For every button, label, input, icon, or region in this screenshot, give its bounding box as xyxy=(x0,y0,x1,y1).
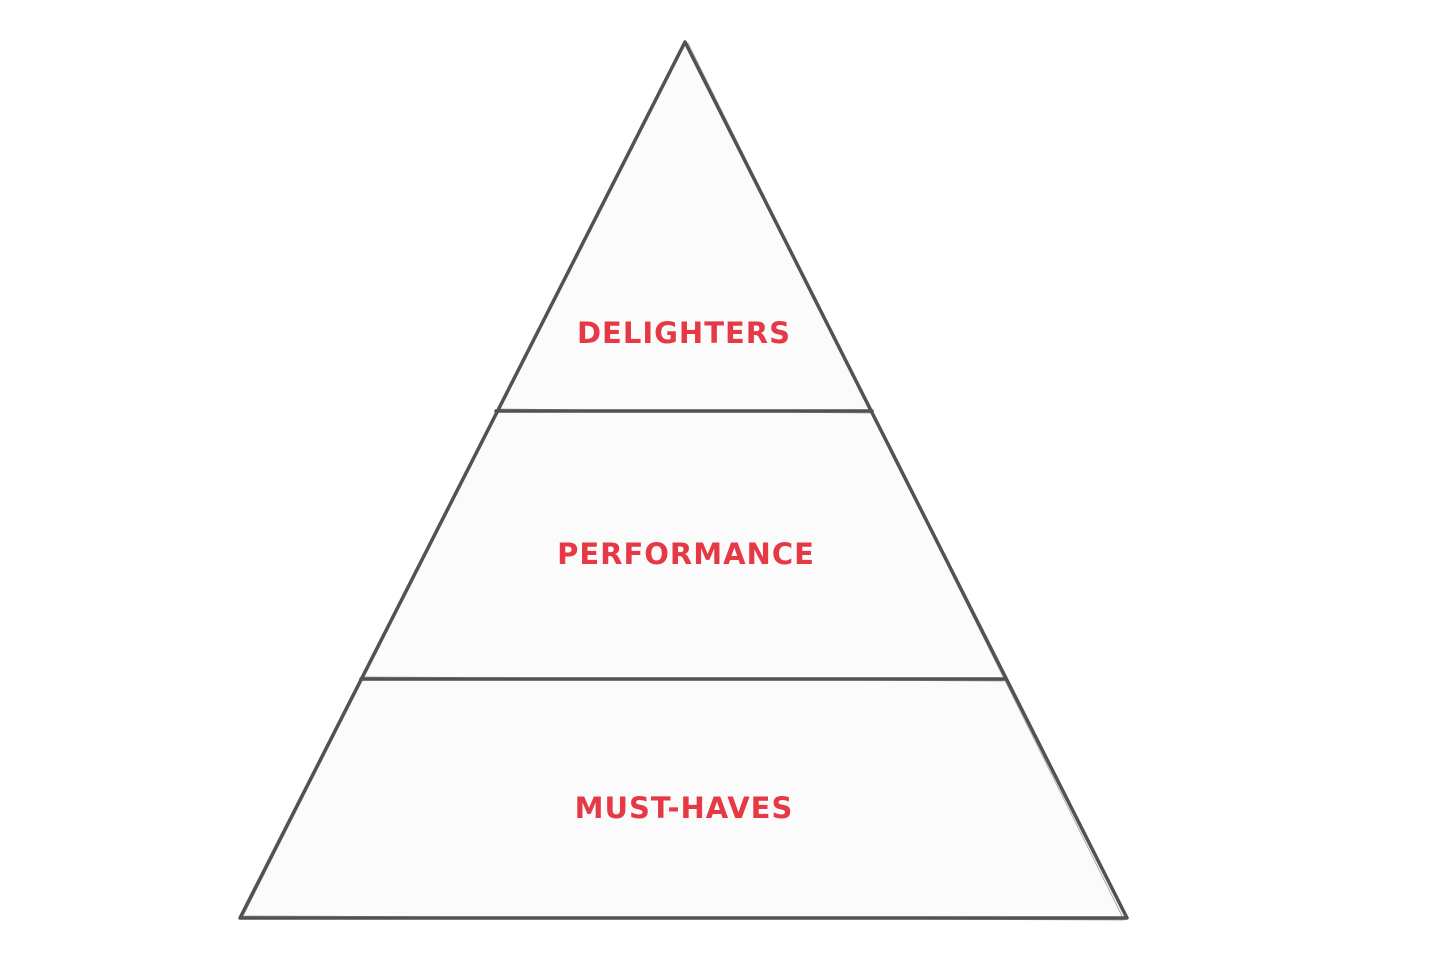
tier-must-haves-label: MUST-HAVES xyxy=(575,791,794,825)
tier-performance-label: PERFORMANCE xyxy=(557,537,815,571)
pyramid-outline xyxy=(238,40,1129,920)
tier-delighters-fill xyxy=(496,42,872,411)
tier-performance-fill xyxy=(361,411,1005,679)
tier-must-haves-fill xyxy=(240,679,1127,918)
tier-delighters-label: DELIGHTERS xyxy=(577,316,791,350)
